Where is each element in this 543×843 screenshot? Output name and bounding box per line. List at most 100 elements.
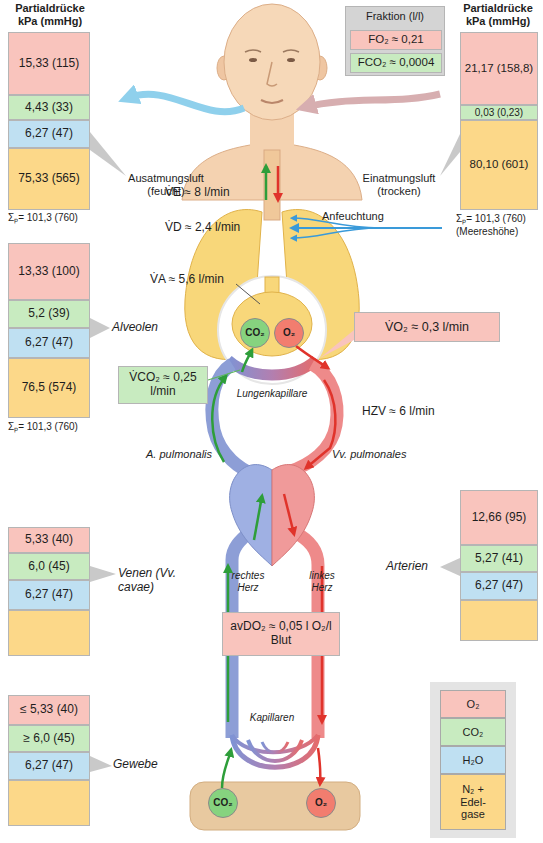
pressure-band: ≥ 6,0 (45)	[8, 725, 90, 752]
flow-arrow	[212, 376, 226, 462]
pressure-band: 13,33 (100)	[8, 243, 90, 300]
pressure-band: 5,33 (40)	[8, 527, 90, 553]
pressure-band: 5,27 (41)	[460, 545, 538, 572]
pressure-band: 6,27 (47)	[8, 580, 90, 610]
process-label: Anfeuchtung	[322, 210, 412, 223]
capillary	[232, 735, 318, 767]
heart-label: rechtes Herz	[226, 570, 270, 594]
pressure-band	[9, 781, 90, 826]
legend-panel	[430, 682, 516, 838]
flow-arrow	[296, 346, 328, 368]
structure-label: Alveolen	[112, 320, 182, 334]
legend-text: O₂	[443, 698, 503, 711]
flow-box: V̇CO₂ ≈ 0,25 l/min	[118, 366, 208, 404]
leader-line	[236, 284, 260, 304]
callout-wedge	[320, 330, 354, 358]
flow-arrow	[222, 750, 231, 788]
node-text: CO₂	[245, 327, 264, 339]
pressure-band: 6,27 (47)	[8, 328, 90, 358]
legend-swatch: H₂O	[440, 746, 506, 774]
node-text: CO₂	[213, 797, 232, 809]
eye	[287, 58, 295, 62]
pressure-band	[461, 601, 538, 641]
pressure-band: 12,66 (95)	[460, 490, 538, 545]
node-text: ≥ 6,0 (45)	[23, 732, 74, 746]
leader-line	[208, 370, 240, 380]
flow-arrow	[306, 380, 335, 468]
node-text: V̇O₂ ≈ 0,3 l/min	[385, 320, 469, 334]
trachea	[264, 150, 280, 220]
node-text: 12,66 (95)	[472, 511, 527, 525]
pressure-band: 4,43 (33)	[8, 95, 90, 120]
avdo2-box: avDO₂ ≈ 0,05 l O₂/l Blut	[222, 612, 340, 656]
flow-arrow	[284, 494, 294, 534]
pressure-band: 15,33 (115)	[8, 32, 90, 95]
fraction-box: Fraktion (l/l)FO₂ ≈ 0,21FCO₂ ≈ 0,0004	[345, 6, 445, 76]
node-text: 0,03 (0,23)	[475, 107, 523, 119]
pressure-band: 6,27 (47)	[8, 120, 90, 148]
pressure-band	[9, 611, 90, 656]
callout-wedge	[90, 318, 110, 338]
flow-label: V̇D ≈ 2,4 l/min	[165, 220, 265, 234]
pressure-band: 21,17 (158,8)	[460, 32, 538, 105]
mouth	[261, 100, 283, 103]
axis-header: Partialdrücke kPa (mmHg)	[454, 2, 542, 28]
pressure-band: 0,03 (0,23)	[460, 105, 538, 120]
legend-swatch: N₂ + Edel-gase	[440, 774, 506, 830]
eyebrow	[245, 50, 261, 52]
node-text: V̇CO₂ ≈ 0,25 l/min	[121, 371, 205, 399]
gas-circle: O₂	[306, 788, 336, 818]
callout-wedge	[90, 756, 112, 772]
pressure-band: 80,10 (601)	[460, 120, 538, 210]
node-text: 5,2 (39)	[28, 307, 69, 321]
pressure-band: 6,0 (45)	[8, 553, 90, 580]
node-text: 6,27 (47)	[25, 588, 73, 602]
node-text: 6,0 (45)	[28, 560, 69, 574]
nose	[267, 62, 277, 86]
pressure-band: 75,33 (565)	[8, 148, 90, 210]
right-heart	[230, 465, 272, 566]
eye	[249, 58, 257, 62]
pressure-band: 76,5 (574)	[8, 358, 90, 418]
alveolus	[232, 292, 312, 356]
pressure-sum: Σₚ= 101,3 (760)	[8, 212, 128, 224]
node-text: 6,27 (47)	[25, 127, 73, 141]
node-text: 6,27 (47)	[25, 336, 73, 350]
exhale-arrow	[128, 94, 244, 111]
vessel-label: Vv. pulmonales	[332, 448, 427, 461]
callout-wedge	[440, 134, 460, 176]
inhale-arrow	[306, 94, 440, 107]
node-text: 6,27 (47)	[25, 759, 73, 773]
capillary	[262, 742, 288, 753]
callout-wedge	[90, 132, 126, 176]
node-text: 4,43 (33)	[25, 101, 73, 115]
humidify-arrow	[292, 228, 380, 238]
node-text: O₂	[315, 797, 327, 809]
node-text: O₂	[283, 327, 295, 339]
node-text: 6,27 (47)	[475, 579, 523, 593]
pulmonary-artery	[212, 364, 258, 476]
flow-arrow	[265, 166, 268, 200]
pressure-band: ≤ 5,33 (40)	[8, 695, 90, 725]
heart-label: linkes Herz	[300, 570, 344, 594]
tissue	[190, 782, 360, 830]
legend-swatch: CO₂	[440, 718, 506, 746]
vessel-label: A. pulmonalis	[146, 448, 226, 461]
flow-label: HZV ≈ 6 l/min	[362, 404, 462, 418]
pressure-band: 6,27 (47)	[460, 572, 538, 600]
altitude-note: (Meereshöhe)	[456, 226, 543, 238]
flow-label: V̇E ≈ 8 l/min	[165, 185, 260, 199]
node-text: 15,33 (115)	[19, 57, 80, 71]
lung-capillary	[228, 360, 316, 375]
fraction-row: FCO₂ ≈ 0,0004	[350, 53, 442, 73]
flow-label: V̇A ≈ 5,6 l/min	[150, 272, 250, 286]
flow-box: V̇O₂ ≈ 0,3 l/min	[354, 312, 500, 342]
node-text: ≤ 5,33 (40)	[20, 703, 78, 717]
pressure-sum: Σₚ= 101,3 (760)	[8, 421, 128, 433]
vessel-label: Arterien	[386, 559, 456, 573]
node-text: 75,33 (565)	[18, 172, 79, 186]
node-text: FCO₂ ≈ 0,0004	[358, 56, 435, 69]
capillary	[232, 735, 318, 752]
pulmonary-veins	[288, 364, 337, 472]
